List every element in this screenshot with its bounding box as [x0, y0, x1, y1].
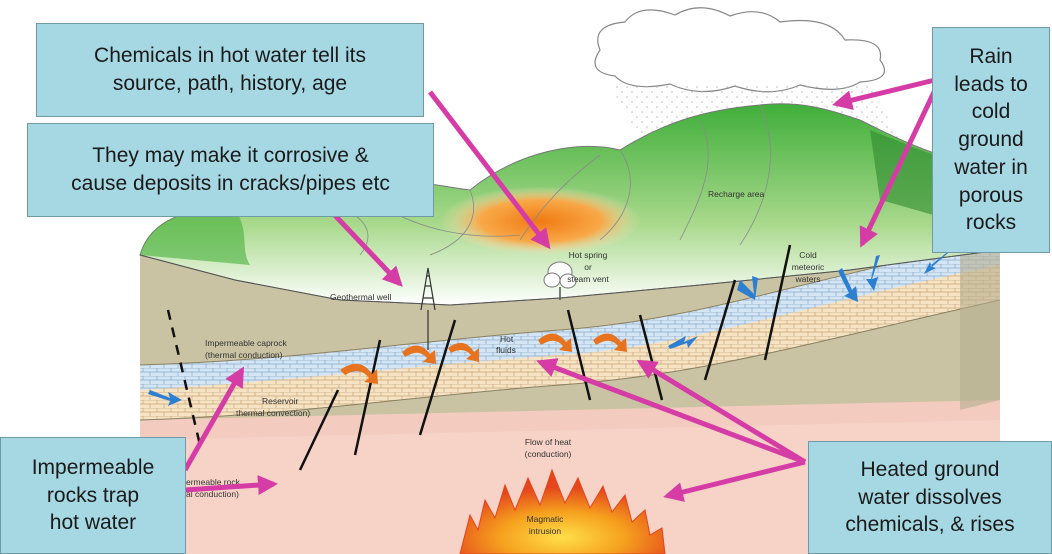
- label-hot-spring: Hot spring: [569, 250, 608, 260]
- label-geothermal-well: Geothermal well: [330, 292, 392, 302]
- label-intrusion: intrusion: [529, 526, 561, 536]
- label-reservoir: Reservoir: [262, 396, 299, 406]
- diagram-labels: Recharge area Hot spring or steam vent G…: [186, 189, 825, 536]
- cold-water-arrows: [148, 250, 950, 406]
- label-caprock: Impermeable caprock: [205, 338, 287, 348]
- label-steam-vent: steam vent: [567, 274, 609, 284]
- label-flow-of-heat: Flow of heat: [525, 437, 572, 447]
- callout-heated-water: Heated ground water dissolves chemicals,…: [808, 441, 1052, 554]
- faults: [166, 244, 792, 471]
- geothermal-well-rig: [420, 267, 436, 350]
- label-caprock-note: (thermal conduction): [205, 350, 283, 360]
- label-reservoir-note: thermal convection): [236, 408, 310, 418]
- label-lower-rock-note: al conduction): [186, 489, 239, 499]
- callout-arrows: [182, 77, 938, 502]
- label-magmatic: Magmatic: [527, 514, 565, 524]
- label-meteoric: meteoric: [792, 262, 825, 272]
- callout-impermeable: Impermeable rocks trap hot water: [0, 437, 186, 554]
- lower-crust: [140, 400, 1000, 554]
- hot-fluid-arrows: [340, 333, 627, 384]
- label-fluids: fluids: [496, 345, 516, 355]
- label-waters: waters: [794, 274, 820, 284]
- label-flow-conduction: (conduction): [525, 449, 572, 459]
- magmatic-intrusion: [459, 468, 666, 554]
- label-cold: Cold: [799, 250, 817, 260]
- label-hot-spring-or: or: [584, 262, 592, 272]
- callout-chemicals: Chemicals in hot water tell its source, …: [36, 23, 424, 117]
- steam-vent: [543, 261, 577, 300]
- label-recharge-area: Recharge area: [708, 189, 765, 199]
- label-lower-rock: ermeable rock: [186, 477, 241, 487]
- cloud: [594, 7, 885, 93]
- callout-corrosive: They may make it corrosive & cause depos…: [27, 123, 434, 217]
- label-hot: Hot: [500, 334, 514, 344]
- callout-rain: Rain leads to cold ground water in porou…: [932, 27, 1050, 253]
